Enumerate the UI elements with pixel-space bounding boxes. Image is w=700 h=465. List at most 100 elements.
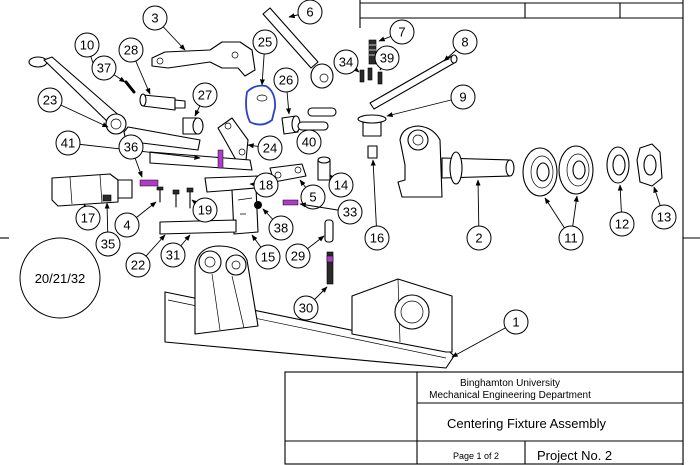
balloon-23: 23 <box>37 87 109 128</box>
balloon-26: 26 <box>273 67 299 115</box>
balloon-circle <box>91 55 117 81</box>
title-block: Binghamton University Mechanical Enginee… <box>284 371 684 465</box>
balloon-number: 2 <box>475 231 482 246</box>
shaft-end <box>139 93 147 107</box>
group-callout-label: 20/21/32 <box>35 271 86 286</box>
balloon-9: 9 <box>386 84 476 118</box>
balloon-number: 25 <box>258 35 272 50</box>
part-16-spacer <box>367 145 378 159</box>
part-37-pin <box>124 80 136 94</box>
part-12-ring <box>606 146 630 184</box>
group-callout-circle <box>19 237 101 319</box>
part-38-ball <box>254 201 262 209</box>
screw-highlight <box>217 149 224 169</box>
balloon-circle <box>75 205 101 231</box>
bearing-inner <box>572 160 586 180</box>
bar-hole <box>231 51 239 59</box>
upright-roller-hub <box>204 256 216 268</box>
balloon-circle <box>253 172 279 198</box>
part-28-shaft <box>139 93 186 111</box>
balloon-circle <box>192 197 218 223</box>
bearing-race <box>566 153 590 187</box>
cam-slot <box>256 94 268 102</box>
part-25-cam <box>245 84 276 126</box>
balloon-circle <box>297 0 323 25</box>
screw-thread <box>369 44 376 56</box>
part-4-19-screws <box>156 186 194 209</box>
balloon-6: 6 <box>288 0 323 25</box>
lever-knob <box>310 63 334 89</box>
balloon-number: 11 <box>564 231 578 246</box>
balloon-number: 7 <box>398 25 405 40</box>
balloon-circle <box>296 129 322 155</box>
bearing-inner <box>536 162 550 182</box>
balloon-circle <box>118 37 144 63</box>
balloon-number: 6 <box>306 5 313 20</box>
balloon-39: 39 <box>374 45 400 71</box>
balloon-number: 9 <box>459 90 466 105</box>
small-screw <box>359 69 365 83</box>
screw-highlight <box>139 179 159 187</box>
balloon-11: 11 <box>544 195 584 251</box>
screw-shank <box>326 251 334 285</box>
upright-roller-hub <box>231 260 241 270</box>
small-screw <box>367 67 373 81</box>
balloon-circle <box>252 29 278 55</box>
bearing-race <box>530 155 554 189</box>
ring-inner <box>612 154 626 176</box>
balloon-22: 22 <box>125 234 166 278</box>
crank-hole <box>238 148 246 156</box>
balloon-14: 14 <box>328 172 354 198</box>
balloon-31: 31 <box>160 234 191 268</box>
institution-name: Binghamton University <box>460 378 560 389</box>
balloon-number: 19 <box>198 203 212 218</box>
housing-flange <box>449 151 463 185</box>
part-26-roller <box>281 115 301 135</box>
shaft-end <box>505 159 515 177</box>
balloon-circle <box>364 225 390 251</box>
part-2-pivot-housing <box>397 125 515 198</box>
upright-rib <box>211 273 245 331</box>
balloon-circle <box>558 225 584 251</box>
balloon-circle <box>337 199 363 225</box>
project-number: Project No. 2 <box>537 448 612 463</box>
shaft-body <box>142 94 176 111</box>
balloon-number: 26 <box>279 73 293 88</box>
pin <box>297 121 329 131</box>
balloon-number: 15 <box>261 250 275 265</box>
screw-highlight <box>326 255 334 263</box>
balloon-36: 36 <box>118 134 144 178</box>
balloon-number: 14 <box>334 178 348 193</box>
balloon-number: 35 <box>101 237 115 252</box>
balloon-circle <box>333 49 359 75</box>
part-17-actuator <box>51 173 133 207</box>
rod-end <box>450 54 458 64</box>
balloon-circle <box>95 231 121 257</box>
screw-head <box>186 187 194 193</box>
part-13-nut <box>636 143 663 187</box>
title-block-border <box>284 371 684 465</box>
balloon-29: 29 <box>285 235 325 269</box>
cam-outline <box>245 84 276 126</box>
balloon-number: 1 <box>512 315 519 330</box>
housing-bore-inner <box>412 134 424 146</box>
part-29-pin <box>324 219 334 243</box>
balloon-number: 5 <box>309 190 316 205</box>
lever-rod <box>262 7 319 69</box>
balloon-number: 12 <box>615 217 629 232</box>
balloon-number: 33 <box>343 205 357 220</box>
balloon-number: 37 <box>97 61 111 76</box>
balloon-circle <box>192 82 218 108</box>
part-11-bearings <box>522 145 594 197</box>
actuator-detail <box>69 174 103 205</box>
clamp-body <box>231 187 259 235</box>
balloon-35: 35 <box>95 202 121 257</box>
highlighted-screws <box>139 149 299 206</box>
part-10-handle <box>28 56 127 135</box>
balloon-16: 16 <box>364 159 390 251</box>
balloon-circle <box>118 134 144 160</box>
bushing-flange <box>357 114 387 124</box>
part-1-base-frame <box>164 245 455 369</box>
balloon-8: 8 <box>443 29 478 62</box>
